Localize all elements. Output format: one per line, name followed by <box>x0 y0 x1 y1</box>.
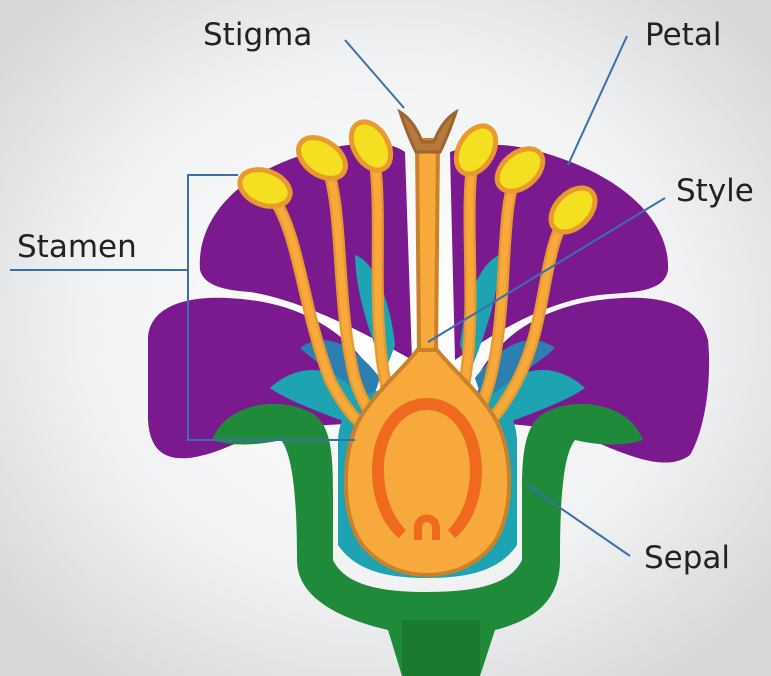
label-style: Style <box>676 173 754 209</box>
label-petal: Petal <box>645 17 721 53</box>
style <box>417 140 438 350</box>
label-sepal: Sepal <box>644 540 730 576</box>
label-stamen: Stamen <box>17 229 137 265</box>
stem <box>402 620 480 676</box>
label-stigma: Stigma <box>203 17 312 53</box>
